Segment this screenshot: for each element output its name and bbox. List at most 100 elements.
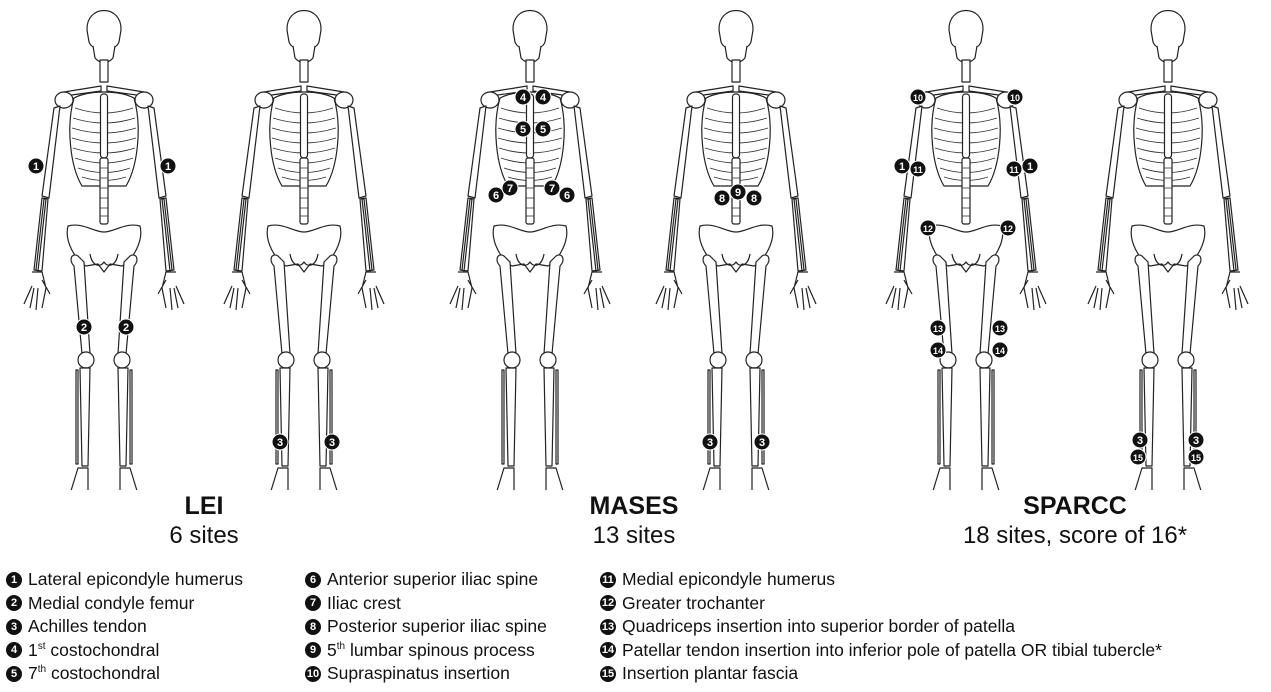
- legend-number-badge: 2: [6, 595, 22, 611]
- site-marker-4: 4: [515, 89, 531, 105]
- site-marker-2: 2: [118, 319, 134, 335]
- site-marker-1: 1: [894, 158, 910, 174]
- site-marker-label: 13: [995, 324, 1005, 334]
- site-marker-label: 1: [33, 161, 39, 173]
- site-marker-7: 7: [502, 180, 518, 196]
- site-marker-label: 15: [1191, 453, 1201, 463]
- site-marker-3: 3: [1132, 432, 1148, 448]
- site-marker-8: 8: [714, 190, 730, 206]
- panel-title-sparcc: SPARCC: [910, 492, 1240, 520]
- site-marker-label: 2: [123, 322, 129, 334]
- legend-number-badge: 13: [600, 619, 616, 635]
- site-marker-label: 12: [923, 224, 933, 234]
- site-marker-label: 11: [913, 165, 923, 175]
- site-marker-14: 14: [992, 342, 1008, 358]
- site-marker-label: 2: [81, 322, 87, 334]
- site-marker-label: 14: [933, 346, 943, 356]
- site-marker-label: 4: [520, 92, 527, 104]
- legend-label: Anterior superior iliac spine: [327, 569, 538, 590]
- site-marker-label: 10: [1010, 93, 1020, 103]
- site-marker-2: 2: [76, 319, 92, 335]
- legend-number-badge: 10: [305, 666, 321, 682]
- site-marker-label: 12: [1003, 224, 1013, 234]
- legend-label: 1st costochondral: [28, 640, 159, 661]
- legend-number-badge: 15: [600, 666, 616, 682]
- legend-item: 14 Patellar tendon insertion into inferio…: [600, 639, 1162, 663]
- lei-front-skeleton: [24, 11, 184, 491]
- legend-label: 7th costochondral: [28, 663, 160, 684]
- site-marker-label: 13: [933, 324, 943, 334]
- legend-item: 5 7th costochondral: [6, 662, 243, 686]
- legend-number-badge: 1: [6, 572, 22, 588]
- site-marker-label: 3: [707, 437, 713, 449]
- legend-item: 4 1st costochondral: [6, 639, 243, 663]
- site-marker-label: 10: [913, 93, 923, 103]
- sparcc-back-skeleton: [1088, 11, 1248, 491]
- legend-label: Insertion plantar fascia: [622, 663, 798, 684]
- mases-back-skeleton: [656, 11, 816, 491]
- legend-label: Supraspinatus insertion: [327, 663, 510, 684]
- site-marker-label: 3: [1137, 435, 1143, 447]
- site-marker-label: 8: [719, 193, 725, 205]
- site-marker-14: 14: [930, 342, 946, 358]
- legend-item: 9 5th lumbar spinous process: [305, 639, 547, 663]
- site-marker-label: 3: [759, 437, 765, 449]
- panel-subtitle-sparcc: 18 sites, score of 16*: [910, 522, 1240, 550]
- legend-number-badge: 6: [305, 572, 321, 588]
- site-marker-label: 4: [540, 92, 547, 104]
- legend-number-badge: 9: [305, 642, 321, 658]
- site-marker-11: 11: [910, 161, 926, 177]
- site-marker-label: 1: [1027, 161, 1033, 173]
- legend-number-badge: 14: [600, 642, 616, 658]
- site-marker-label: 14: [995, 346, 1005, 356]
- site-marker-label: 6: [493, 190, 499, 202]
- site-marker-label: 6: [564, 190, 570, 202]
- site-marker-3: 3: [272, 434, 288, 450]
- site-marker-label: 3: [1193, 435, 1199, 447]
- legend-item: 7 Iliac crest: [305, 592, 547, 616]
- site-marker-label: 7: [549, 183, 555, 195]
- site-marker-11: 11: [1006, 161, 1022, 177]
- site-marker-10: 10: [910, 89, 926, 105]
- site-marker-3: 3: [702, 434, 718, 450]
- panel-title-mases: MASES: [534, 492, 734, 520]
- site-marker-8: 8: [746, 190, 762, 206]
- legend-label: 5th lumbar spinous process: [327, 640, 535, 661]
- site-marker-4: 4: [535, 89, 551, 105]
- site-marker-6: 6: [488, 187, 504, 203]
- site-marker-6: 6: [559, 187, 575, 203]
- legend-number-badge: 12: [600, 595, 616, 611]
- legend-label: Medial condyle femur: [28, 593, 194, 614]
- site-marker-label: 15: [1133, 453, 1143, 463]
- panel-subtitle-lei: 6 sites: [104, 522, 304, 550]
- site-marker-label: 8: [751, 193, 757, 205]
- legend-number-badge: 4: [6, 642, 22, 658]
- sparcc-front-skeleton: [886, 11, 1046, 491]
- site-marker-1: 1: [28, 158, 44, 174]
- site-marker-label: 1: [165, 161, 171, 173]
- site-marker-15: 15: [1188, 449, 1204, 465]
- site-marker-label: 3: [277, 437, 283, 449]
- site-marker-13: 13: [930, 320, 946, 336]
- panel-subtitle-mases: 13 sites: [534, 522, 734, 550]
- site-marker-10: 10: [1007, 89, 1023, 105]
- legend-label: Patellar tendon insertion into inferior …: [622, 640, 1162, 661]
- legend-number-badge: 5: [6, 666, 22, 682]
- site-marker-label: 9: [735, 187, 741, 199]
- legend-number-badge: 7: [305, 595, 321, 611]
- legend-label: Medial epicondyle humerus: [622, 569, 835, 590]
- site-marker-12: 12: [1000, 220, 1016, 236]
- site-marker-label: 5: [540, 124, 546, 136]
- legend-label: Iliac crest: [327, 593, 401, 614]
- site-marker-3: 3: [1188, 432, 1204, 448]
- site-marker-1: 1: [160, 158, 176, 174]
- legend-number-badge: 3: [6, 619, 22, 635]
- legend-item: 2 Medial condyle femur: [6, 592, 243, 616]
